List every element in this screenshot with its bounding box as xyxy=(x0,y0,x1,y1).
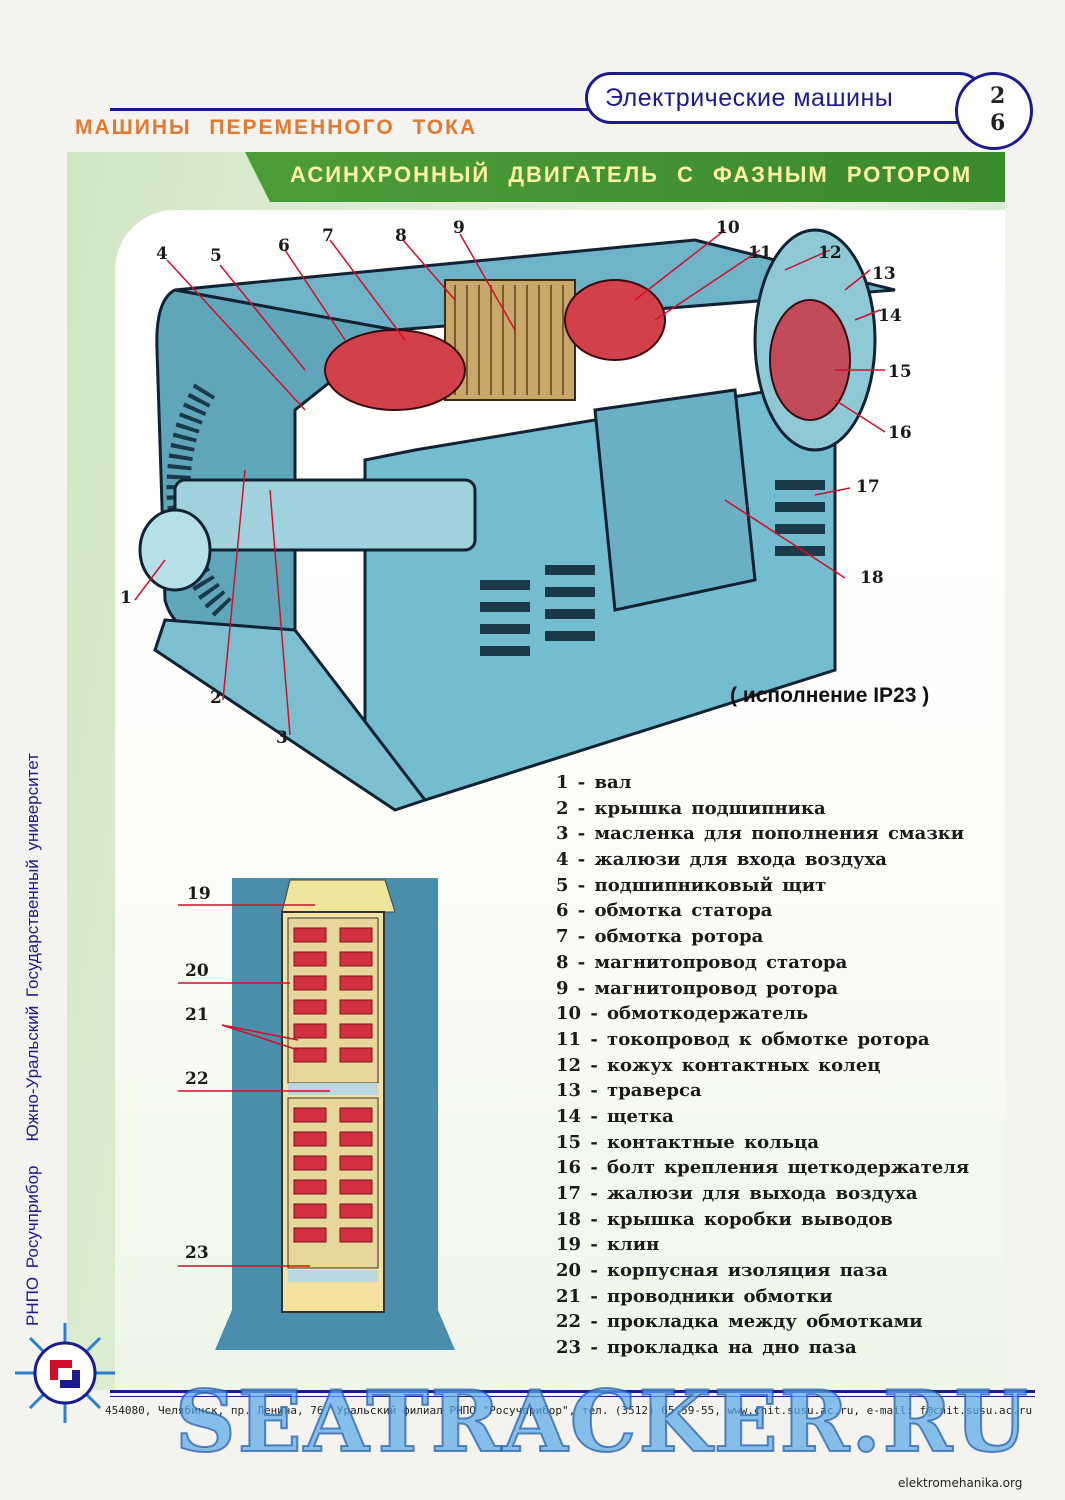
callout-leaders xyxy=(134,229,886,736)
footer-rule-thin xyxy=(110,1396,1035,1397)
parts-legend: 1 - вал 2 - крышка подшипника 3 - маслен… xyxy=(556,772,996,1363)
stator-core xyxy=(444,279,576,401)
legend-item: 23 - прокладка на дно паза xyxy=(556,1337,857,1359)
watermark-text: SEATRACKER.RU xyxy=(174,1371,1030,1472)
legend-item: 21 - проводники обмотки xyxy=(556,1285,833,1307)
legend-item: 16 - болт крепления щеткодержателя xyxy=(556,1157,970,1179)
header-rule xyxy=(110,108,590,111)
legend-item: 17 - жалюзи для выхода воздуха xyxy=(556,1183,918,1204)
publisher-logo-icon xyxy=(15,1323,115,1423)
section-title: МАШИНЫ ПЕРЕМЕННОГО ТОКА xyxy=(75,116,478,139)
motor-cutaway-illustration xyxy=(134,228,896,812)
callout-18: 18 xyxy=(860,568,884,588)
title-band xyxy=(270,152,1005,202)
side-caption: РНПО Росучприбор Южно-Уральский Государс… xyxy=(16,686,50,1326)
title-band-notch xyxy=(245,152,270,202)
stator-winding xyxy=(324,329,466,411)
slot-callout-leaders xyxy=(178,904,330,1267)
callout-11: 11 xyxy=(748,243,772,263)
legend-item: 13 - траверса xyxy=(556,1080,702,1102)
shaft-end xyxy=(138,508,212,592)
legend-item: 2 - крышка подшипника xyxy=(556,797,826,819)
callout-1: 1 xyxy=(120,588,132,608)
slot-cross-section xyxy=(178,878,455,1350)
callout-8: 8 xyxy=(395,226,407,246)
legend-item: 5 - подшипниковый щит xyxy=(556,874,827,896)
callout-23: 23 xyxy=(185,1243,209,1263)
shaft xyxy=(173,478,477,552)
housing-base xyxy=(153,618,428,812)
legend-item: 7 - обмотка ротора xyxy=(556,926,764,948)
callout-20: 20 xyxy=(185,961,209,981)
legend-item: 12 - кожух контактных колец xyxy=(556,1054,881,1076)
page-number-badge xyxy=(955,72,1033,150)
callout-19: 19 xyxy=(187,884,211,904)
callout-5: 5 xyxy=(210,246,222,266)
legend-item: 1 - вал xyxy=(556,772,632,793)
footer-rule xyxy=(110,1390,1035,1393)
callout-10: 10 xyxy=(716,218,740,238)
callout-15: 15 xyxy=(888,362,912,382)
callout-2: 2 xyxy=(210,688,222,708)
legend-item: 3 - масленка для пополнения смазки xyxy=(556,823,965,845)
legend-item: 19 - клин xyxy=(556,1234,660,1256)
legend-item: 20 - корпусная изоляция паза xyxy=(556,1260,888,1282)
legend-item: 10 - обмоткодержатель xyxy=(556,1003,809,1025)
university-name: Южно-Уральский Государственный университ… xyxy=(23,753,42,1142)
legend-item: 8 - магнитопровод статора xyxy=(556,951,848,973)
page-title: АСИНХРОННЫЙ ДВИГАТЕЛЬ С ФАЗНЫМ РОТОРОМ xyxy=(290,162,973,187)
legend-item: 6 - обмотка статора xyxy=(556,900,773,922)
slot-wedge xyxy=(281,879,396,913)
page-number-top: 2 xyxy=(990,83,1006,109)
legend-item: 11 - токопровод к обмотке ротора xyxy=(556,1028,930,1050)
legend-item: 9 - магнитопровод ротора xyxy=(556,977,839,999)
rotor-winding-end xyxy=(564,279,666,361)
callout-9: 9 xyxy=(453,218,465,238)
variant-label: ( исполнение IP23 ) xyxy=(730,684,930,707)
terminal-box xyxy=(593,388,757,612)
footer-address: 454080, Челябинск, пр. Ленина, 76, Ураль… xyxy=(105,1404,1033,1417)
bottom-spacer xyxy=(288,1270,378,1282)
publisher-name: РНПО Росучприбор xyxy=(23,1165,42,1327)
slip-rings xyxy=(769,299,851,421)
callout-6: 6 xyxy=(278,236,290,256)
callout-21: 21 xyxy=(185,1005,209,1025)
callout-13: 13 xyxy=(872,264,896,284)
conductors xyxy=(293,927,373,1243)
callout-12: 12 xyxy=(818,243,842,263)
legend-item: 15 - контактные кольца xyxy=(556,1131,820,1153)
callout-4: 4 xyxy=(156,244,168,264)
legend-item: 18 - крышка коробки выводов xyxy=(556,1208,893,1230)
callout-16: 16 xyxy=(888,423,912,443)
series-frame xyxy=(585,72,985,124)
core-laminations xyxy=(454,285,564,395)
callout-3: 3 xyxy=(276,728,288,748)
legend-item: 22 - прокладка между обмотками xyxy=(556,1311,923,1333)
legend-item: 14 - щетка xyxy=(556,1105,674,1127)
callout-22: 22 xyxy=(185,1069,209,1089)
housing-louvers xyxy=(480,480,825,656)
page-number-bottom: 6 xyxy=(990,110,1006,136)
series-title: Электрические машины xyxy=(605,84,894,112)
legend-item: 4 - жалюзи для входа воздуха xyxy=(556,849,887,871)
callout-17: 17 xyxy=(856,477,880,497)
interlayer-spacer xyxy=(288,1083,378,1095)
callout-7: 7 xyxy=(322,226,334,246)
callout-14: 14 xyxy=(878,306,902,326)
site-tag: elektromehanika.org xyxy=(898,1476,1023,1490)
